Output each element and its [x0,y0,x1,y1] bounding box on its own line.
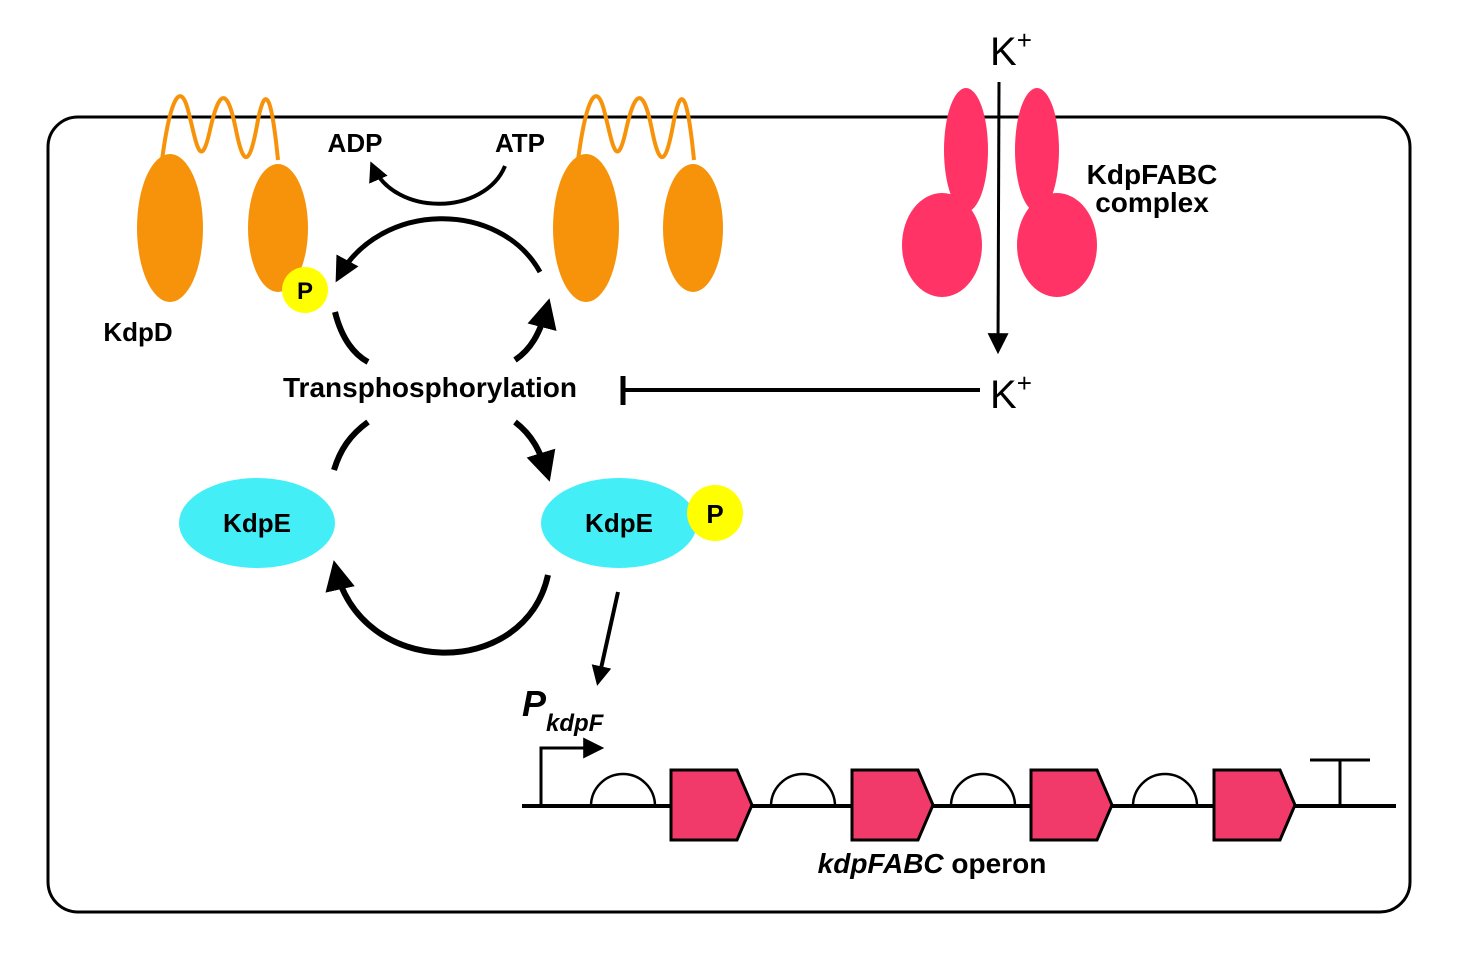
kdpfabc-right-upper [1015,88,1059,212]
kdpd-left-domain-1 [137,154,203,302]
kdpe-phosphorylation-arrow [513,419,556,482]
atp-to-adp-arrow [369,161,507,206]
kdpd-left-domain-2 [248,164,308,292]
potassium-outside-label: K+ [990,25,1032,74]
kdpd-left: P [137,94,328,313]
adp-label: ADP [328,128,383,158]
gene-kdpF [669,768,754,842]
kdpe-left-arc [331,419,370,471]
cell-membrane [46,115,1412,914]
kdpe-right-label: KdpE [585,508,653,538]
rbs-3 [949,772,1017,807]
rbs-2 [769,772,837,807]
kdpd-phosphate [282,267,328,313]
kdpe-unphosphorylated [179,478,335,568]
potassium-uptake-arrow [987,81,1009,355]
kdpfabc-complex [902,88,1097,297]
rbs-1 [589,772,657,807]
kdpd-right-domain-1 [553,154,619,302]
gene-kdpC [1212,768,1297,842]
atp-label: ATP [495,128,545,158]
transcription-start-arrow [539,737,605,806]
kdpfabc-operon [522,737,1396,842]
kdpd-right-domain-2 [663,164,723,292]
kdpe-left-label: KdpE [223,508,291,538]
kdpe-phosphate-label: P [706,499,723,529]
kdpd-return-arrow [513,298,557,363]
kdpfabc-left-lower [902,193,982,297]
kdpd-right-transmembrane-helices [576,94,696,161]
transphosphorylation-label: Transphosphorylation [283,372,577,403]
kdpfabc-right-lower [1017,193,1097,297]
kdpd-dephosphorylation-arc [332,311,370,365]
gene-kdpB [1029,768,1114,842]
kdpd-right [553,94,723,302]
kdpfabc-left-upper [944,88,988,212]
promoter-label: PkdpF [522,683,605,737]
kdpfabc-label-line1: KdpFABC [1087,159,1218,190]
kdpe-activation-arrow [591,591,620,686]
kdpfabc-label-line2: complex [1095,187,1209,218]
kdpe-phosphate [687,485,743,541]
kdpd-phosphate-label: P [297,278,313,305]
kdpe-dephosphorylation-arrow [325,560,551,656]
gene-kdpA [850,768,935,842]
potassium-inside-label: K+ [990,368,1032,417]
kdpe-phosphorylated [541,478,697,568]
kdpd-label: KdpD [103,317,172,347]
autophosphorylation-arrow [335,216,543,283]
operon-label: kdpFABC operon [818,848,1047,879]
rbs-4 [1131,772,1199,807]
kdpd-left-transmembrane-helices [160,94,280,161]
